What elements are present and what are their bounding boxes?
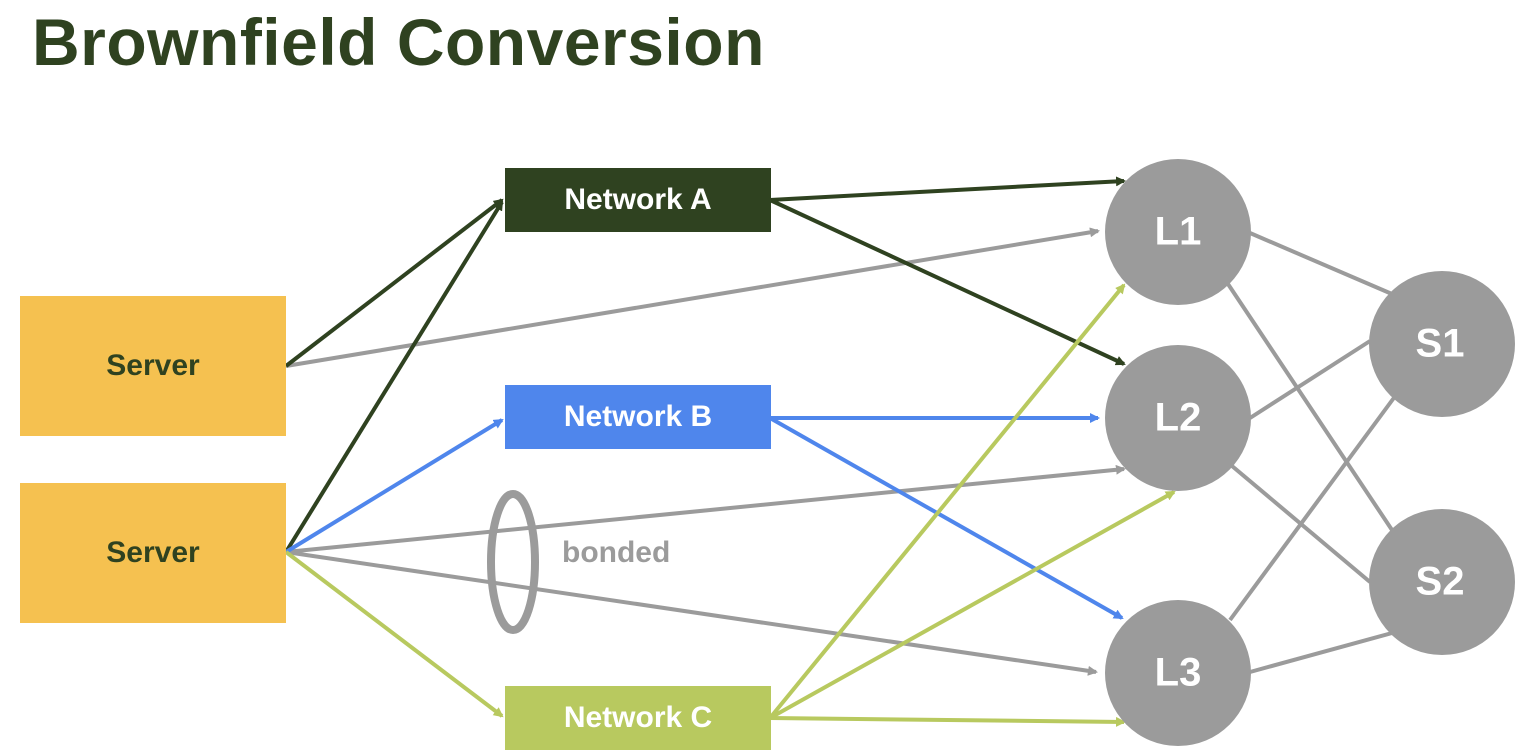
link-server2-network-b [284,418,504,554]
server-1-label: Server [106,349,200,382]
fabric-links [1226,231,1398,674]
spine-s1-label: S1 [1416,322,1465,366]
link-l3-s2 [1249,631,1393,674]
link-network-c-l1 [768,283,1126,720]
network-b-label: Network B [564,400,712,433]
bond-ellipse [487,490,539,634]
link-server2-l2 [285,464,1126,554]
link-network-a-l2 [769,198,1126,366]
spine-s2: S2 [1369,509,1515,655]
server-2: Server [20,483,286,623]
link-network-a-l1 [769,176,1126,202]
link-server2-network-a [284,200,504,554]
server-2-label: Server [106,536,200,569]
network-a-label: Network A [564,183,711,216]
link-network-b-l3 [769,416,1124,620]
spine-s2-label: S2 [1416,560,1465,604]
link-server1-network-a [284,198,504,368]
link-server1-l1 [285,227,1100,368]
leaf-l1-label: L1 [1155,210,1202,254]
link-l1-s1 [1249,231,1393,296]
network-a-links [284,176,1126,554]
leaf-l2: L2 [1105,345,1251,491]
page-title: Brownfield Conversion [32,5,765,79]
link-server2-l3 [285,550,1098,676]
leaf-l1: L1 [1105,159,1251,305]
link-network-c-l2 [769,490,1176,720]
spine-s1: S1 [1369,271,1515,417]
network-c: Network C [505,686,771,750]
network-c-label: Network C [564,701,712,734]
link-l1-s2 [1226,282,1394,532]
network-b-links [284,413,1124,620]
direct-links [285,227,1126,676]
server-1: Server [20,296,286,436]
network-a: Network A [505,168,771,232]
link-l3-s1 [1228,393,1398,622]
bond-label: bonded [562,536,670,569]
link-l2-s1 [1248,339,1372,420]
link-server2-network-c [284,550,504,718]
network-c-links [284,283,1176,727]
leaf-l2-label: L2 [1155,396,1202,440]
leaf-l3: L3 [1105,600,1251,746]
leaf-l3-label: L3 [1155,651,1202,695]
link-network-c-l3 [769,716,1126,727]
network-b: Network B [505,385,771,449]
